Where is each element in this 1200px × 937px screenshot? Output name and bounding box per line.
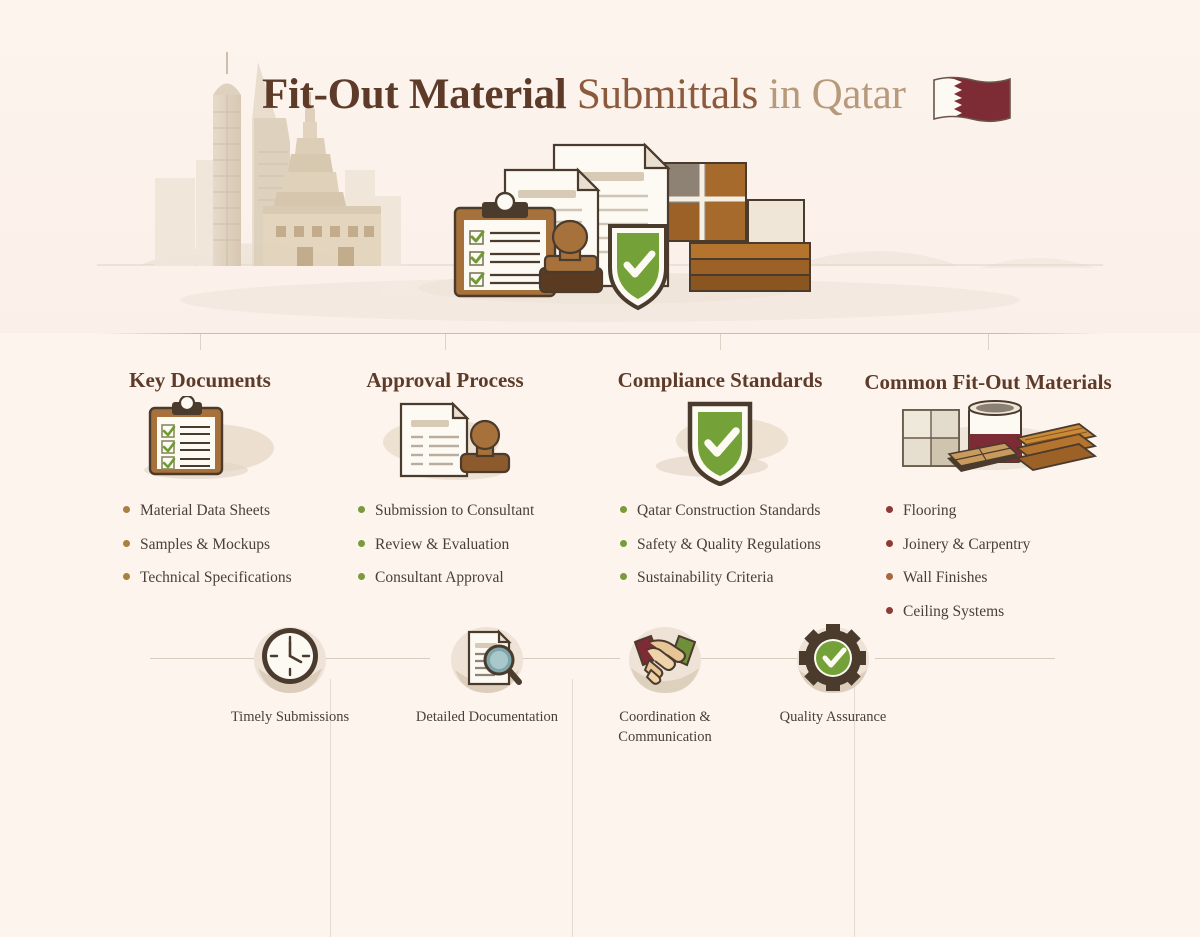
- list-item: Samples & Mockups: [123, 536, 373, 553]
- documents-stamp-shield-materials-illustration: [418, 142, 811, 311]
- bullet-dot: [620, 539, 627, 547]
- column-bullet-list: Submission to Consultant Review & Evalua…: [320, 502, 608, 603]
- list-item: Submission to Consultant: [358, 502, 608, 519]
- document-stamp-icon: [320, 396, 570, 486]
- columns-section: Key Documents: [0, 334, 1200, 937]
- step-label: Coordination & Communication: [618, 709, 712, 745]
- gear-check-icon: [795, 620, 871, 696]
- column-title: Compliance Standards: [617, 368, 823, 392]
- list-item: Sustainability Criteria: [620, 569, 870, 586]
- list-item-label: Flooring: [903, 502, 957, 519]
- step-connector-line: [325, 658, 430, 659]
- title-part-tertiary: in Qatar: [768, 71, 906, 118]
- material-samples-icon: [858, 396, 1118, 486]
- title-part-primary: Fit-Out Material: [262, 71, 577, 118]
- list-item-label: Samples & Mockups: [140, 535, 271, 553]
- column-tick: [200, 334, 201, 350]
- list-item: Wall Finishes: [886, 569, 1146, 586]
- bullet-dot: [886, 573, 893, 581]
- qatar-flag: [933, 76, 1011, 123]
- page-title: Fit-Out Material Submittals in Qatar: [262, 70, 906, 119]
- skyline-spiral-mosque: [273, 92, 347, 210]
- hero-shield-check: [608, 224, 668, 311]
- title-part-secondary: Submittals: [576, 71, 769, 118]
- bullet-dot: [123, 539, 130, 547]
- hero-material-swatches: [657, 162, 811, 292]
- column-tick: [988, 334, 989, 350]
- header-divider: [97, 333, 1103, 334]
- bullet-dot: [886, 606, 893, 614]
- document-magnifier-icon: [449, 620, 525, 696]
- list-item: Consultant Approval: [358, 569, 608, 586]
- bullet-dot: [620, 573, 627, 581]
- column-title: Key Documents: [129, 368, 271, 392]
- doha-skyline-silhouette: [155, 52, 401, 266]
- step-connector-line: [875, 658, 1055, 659]
- bullet-dot: [886, 539, 893, 547]
- bullet-dot: [123, 573, 130, 581]
- list-item: Material Data Sheets: [123, 502, 373, 519]
- list-item-label: Safety & Quality Regulations: [637, 535, 821, 553]
- list-item-label: Ceiling Systems: [903, 602, 1005, 620]
- bullet-dot: [358, 539, 365, 547]
- skyline-tower: [213, 52, 241, 266]
- list-item: Joinery & Carpentry: [886, 536, 1146, 553]
- bullet-dot: [620, 506, 627, 513]
- list-item: Qatar Construction Standards: [620, 502, 870, 519]
- column-bullet-list: Flooring Joinery & Carpentry Wall Finish…: [858, 502, 1146, 636]
- step-connector-line: [520, 658, 620, 659]
- list-item-label: Wall Finishes: [903, 569, 988, 587]
- list-item: Safety & Quality Regulations: [620, 536, 870, 553]
- column-title: Common Fit-Out Materials: [864, 370, 1112, 394]
- step-connector-line: [700, 658, 800, 659]
- list-item: Ceiling Systems: [886, 603, 1146, 620]
- hero-clipboard: [453, 191, 557, 298]
- list-item-label: Submission to Consultant: [375, 502, 535, 519]
- skyline-low-building: [263, 206, 381, 266]
- column-tick: [720, 334, 721, 350]
- list-item-label: Consultant Approval: [375, 569, 504, 587]
- clock-icon: [252, 620, 328, 696]
- column-bullet-list: Qatar Construction Standards Safety & Qu…: [595, 502, 870, 603]
- hero-illustration: [0, 0, 1200, 333]
- bullet-dot: [886, 506, 893, 513]
- step-detailed-documentation: Detailed Documentation: [402, 620, 572, 728]
- list-item: Technical Specifications: [123, 569, 373, 586]
- bullet-dot: [358, 573, 365, 581]
- step-coordination-communication: Coordination & Communication: [580, 620, 750, 747]
- step-label: Detailed Documentation: [415, 709, 559, 725]
- column-bullet-list: Material Data Sheets Samples & Mockups T…: [75, 502, 373, 603]
- list-item-label: Technical Specifications: [140, 569, 292, 587]
- step-quality-assurance: Quality Assurance: [748, 620, 918, 728]
- step-label: Quality Assurance: [779, 709, 887, 725]
- step-timely-submissions: Timely Submissions: [205, 620, 375, 728]
- hero-rubber-stamp: [538, 219, 604, 294]
- list-item: Review & Evaluation: [358, 536, 608, 553]
- handshake-icon: [627, 620, 703, 696]
- column-title: Approval Process: [366, 368, 524, 392]
- column-tick: [445, 334, 446, 350]
- list-item-label: Qatar Construction Standards: [637, 502, 821, 519]
- list-item-label: Review & Evaluation: [375, 535, 510, 553]
- list-item: Flooring: [886, 502, 1146, 519]
- shield-check-icon: [595, 396, 845, 486]
- list-item-label: Material Data Sheets: [140, 502, 270, 519]
- bullet-dot: [358, 506, 365, 513]
- step-connector-line: [150, 658, 255, 659]
- bottom-steps-section: Timely Submissions: [0, 620, 1200, 780]
- step-label: Timely Submissions: [230, 709, 350, 725]
- hero-section: Fit-Out Material Submittals in Qatar: [0, 0, 1200, 333]
- list-item-label: Joinery & Carpentry: [903, 535, 1031, 553]
- list-item-label: Sustainability Criteria: [637, 569, 774, 587]
- clipboard-checklist-icon: [75, 396, 325, 486]
- bullet-dot: [123, 506, 130, 513]
